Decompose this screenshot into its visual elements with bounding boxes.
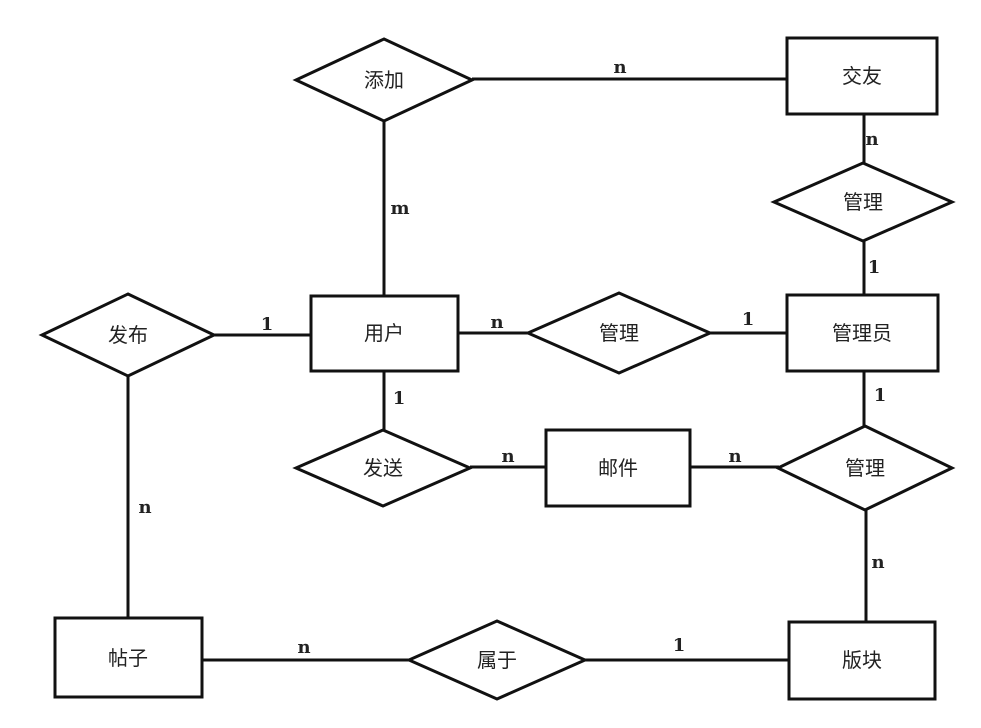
relationship-guanli-top: 管理 [770, 161, 956, 243]
relationship-tianjia: 添加 [292, 37, 476, 123]
relationship-label: 管理 [599, 321, 639, 345]
entity-yonghu: 用户 [309, 294, 460, 373]
entity-bankuai: 版块 [787, 620, 937, 701]
entity-guanliyuan: 管理员 [785, 293, 940, 373]
entity-box [787, 620, 937, 701]
relationship-label: 添加 [364, 68, 404, 92]
cardinality-label: n [728, 446, 741, 467]
relationship-diamond [405, 619, 589, 701]
cardinality-label: n [297, 637, 310, 658]
cardinality-label: n [138, 497, 151, 518]
relationship-label: 管理 [845, 456, 885, 480]
relationship-label: 发布 [108, 323, 148, 347]
cardinality-label: m [390, 198, 409, 219]
connectors [126, 77, 868, 662]
entity-label: 版块 [842, 648, 882, 672]
relationship-label: 属于 [477, 648, 517, 672]
entity-label: 帖子 [108, 646, 148, 670]
cardinality-label: 1 [673, 635, 686, 656]
entity-label: 邮件 [598, 456, 638, 480]
cardinality-label: 1 [261, 314, 274, 335]
cardinality-label: 1 [874, 385, 887, 406]
cardinality-label: 1 [868, 257, 881, 278]
cardinality-label: n [865, 129, 878, 150]
cardinality-label: 1 [742, 309, 755, 330]
entity-label: 用户 [364, 321, 404, 345]
cardinality-label: n [490, 312, 503, 333]
cardinality-label: n [501, 446, 514, 467]
relationship-diamond [292, 37, 476, 123]
cardinality-label: n [613, 57, 626, 78]
cardinality-labels: n m n 1 1 n 1 1 n n 1 n n n 1 [138, 57, 886, 658]
relationship-guanli-mid: 管理 [524, 291, 714, 375]
entity-box [785, 36, 939, 116]
relationship-diamond [770, 161, 956, 243]
relationship-diamond [524, 291, 714, 375]
cardinality-label: 1 [393, 388, 406, 409]
entity-label: 交友 [842, 64, 882, 88]
relationship-diamond [292, 428, 474, 508]
relationship-label: 发送 [363, 456, 403, 480]
entity-jiaoyou: 交友 [785, 36, 939, 116]
relationship-guanli-low: 管理 [774, 424, 956, 512]
relationship-label: 管理 [843, 190, 883, 214]
entity-box [309, 294, 460, 373]
entity-box [53, 616, 204, 699]
relationship-shuyu: 属于 [405, 619, 589, 701]
entity-youjian: 邮件 [544, 428, 692, 508]
relationship-diamond [38, 292, 218, 378]
relationship-diamond [774, 424, 956, 512]
entity-tiezi: 帖子 [53, 616, 204, 699]
entity-box [544, 428, 692, 508]
relationship-fasong: 发送 [292, 428, 474, 508]
entity-box [785, 293, 940, 373]
entity-label: 管理员 [832, 321, 892, 345]
relationship-fabu: 发布 [38, 292, 218, 378]
cardinality-label: n [871, 552, 884, 573]
